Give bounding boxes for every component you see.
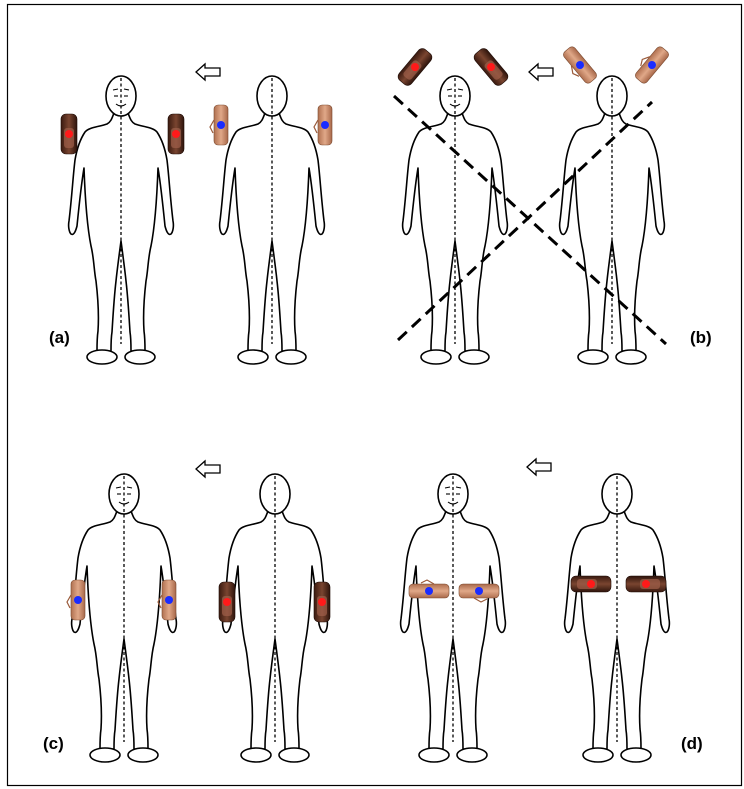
marker-blue (165, 596, 173, 604)
arrow-b (529, 64, 553, 80)
panel-label-d: (d) (681, 734, 703, 753)
figure-back-b (560, 76, 665, 364)
marker-blue (475, 587, 483, 595)
arrow-a (196, 64, 220, 80)
marker-blue (321, 121, 329, 129)
marker-blue (425, 587, 433, 595)
hand-left-b (396, 47, 434, 88)
figure-front-d (401, 474, 506, 762)
figure-back-d (565, 474, 670, 762)
hand-left-c2 (219, 582, 235, 622)
hand-right-c2 (314, 582, 330, 622)
marker-red (65, 130, 73, 138)
marker-red (587, 580, 595, 588)
arrow-d (527, 459, 551, 475)
panel-a: (a) (49, 64, 332, 364)
hand-left-a2 (210, 105, 228, 145)
figure-front-a (69, 76, 174, 364)
panel-label-c: (c) (43, 734, 64, 753)
hand-right-b (472, 47, 510, 88)
hand-right-b2 (631, 43, 671, 85)
panel-d: (d) (401, 459, 703, 762)
marker-red (223, 598, 231, 606)
hand-right-a (168, 114, 184, 154)
marker-blue (74, 596, 82, 604)
hand-left-d2 (571, 576, 611, 592)
panel-b: (b) (394, 43, 712, 364)
hand-right-a2 (314, 105, 332, 145)
panel-label-b: (b) (690, 328, 712, 347)
hand-left-a (61, 114, 77, 154)
hand-left-c (67, 580, 85, 620)
panel-label-a: (a) (49, 328, 70, 347)
arrow-c (196, 461, 220, 477)
figure-back-c (223, 474, 328, 762)
hand-right-d2 (626, 576, 666, 592)
hand-left-b2 (559, 45, 599, 87)
marker-red (172, 130, 180, 138)
marker-red (318, 598, 326, 606)
panel-c: (c) (43, 461, 330, 762)
figure-back-a (220, 76, 325, 364)
marker-red (642, 580, 650, 588)
marker-blue (217, 121, 225, 129)
figure-front-c (72, 474, 177, 762)
